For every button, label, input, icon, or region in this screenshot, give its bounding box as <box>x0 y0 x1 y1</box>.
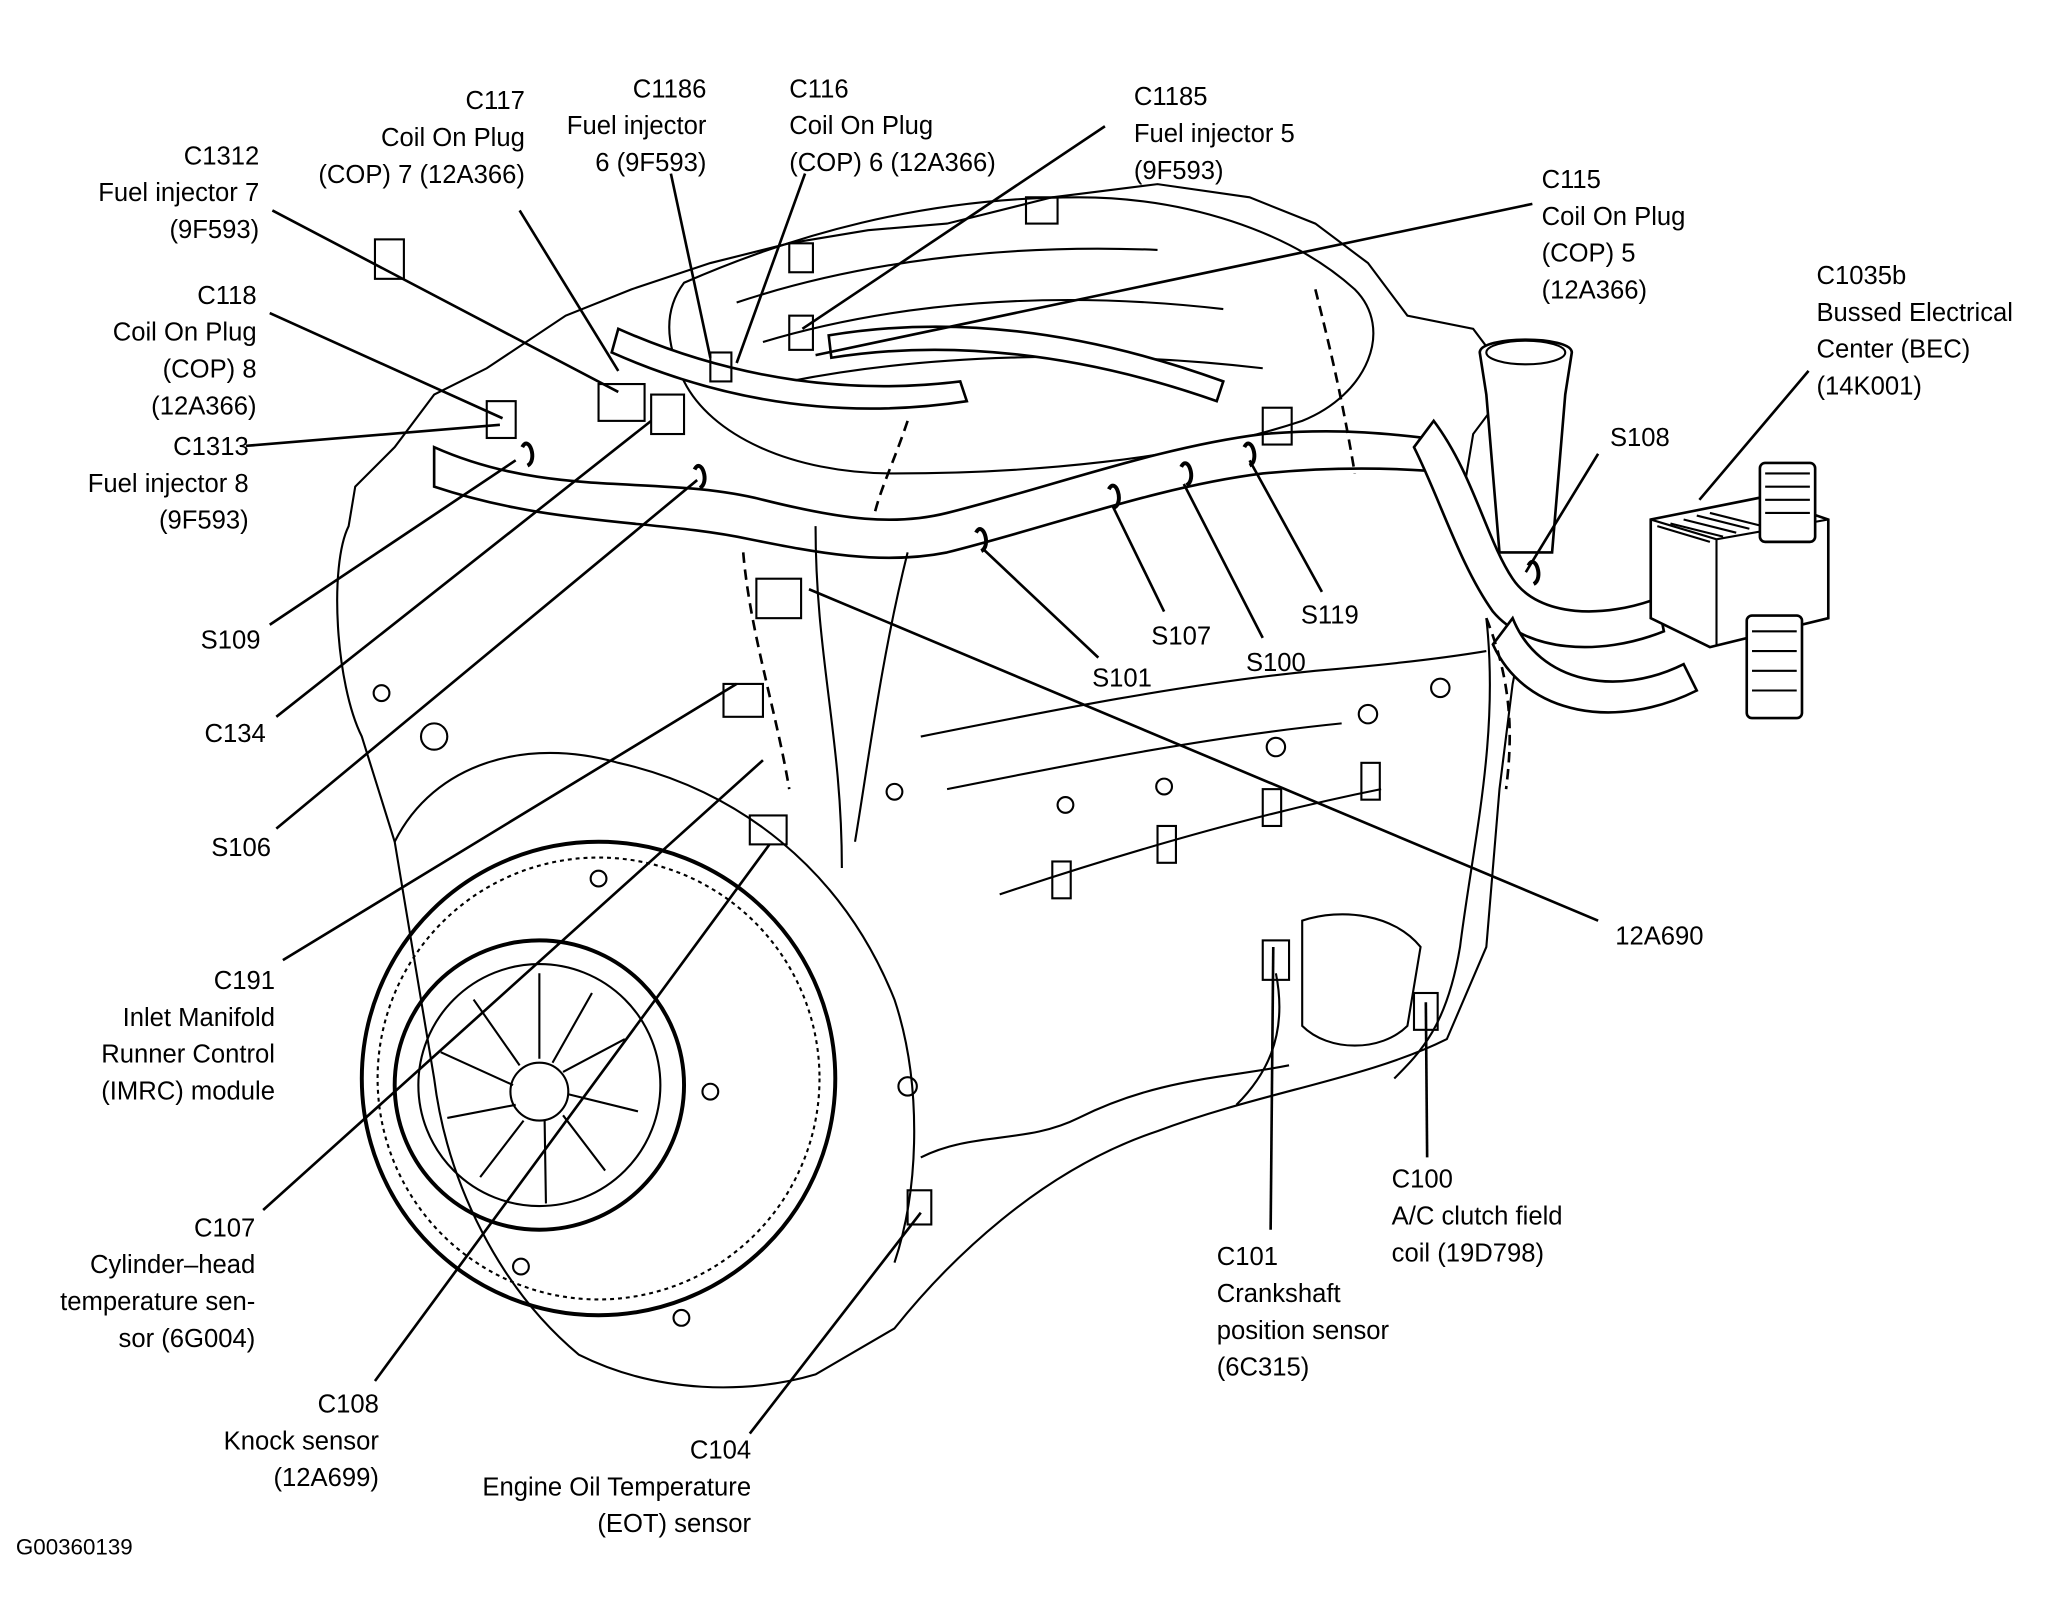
leader-lines <box>245 125 1810 1435</box>
label-s108: S108 <box>1610 424 1670 452</box>
leader-c1312 <box>271 209 619 394</box>
leader-c101 <box>1269 946 1275 1230</box>
harness-to-bec <box>1412 418 1666 649</box>
leader-c118 <box>269 311 504 420</box>
label-s109: S109 <box>201 626 261 654</box>
engine-illustration <box>336 183 1830 1389</box>
leader-c100 <box>1424 1002 1429 1158</box>
label-s101: S101 <box>1092 665 1152 693</box>
leader-c1185 <box>801 125 1106 330</box>
label-s119: S119 <box>1301 601 1359 629</box>
leader-c108 <box>373 843 771 1382</box>
leader-s107 <box>1111 505 1166 613</box>
leader-c117 <box>518 209 620 372</box>
leader-c107 <box>262 759 764 1211</box>
leader-s109 <box>269 459 517 626</box>
leader-c134 <box>275 419 652 718</box>
leader-c191 <box>282 682 738 962</box>
leader-c104 <box>748 1211 922 1435</box>
leader-c1313 <box>245 423 501 448</box>
leader-c1186 <box>669 173 712 359</box>
leader-s108 <box>1524 453 1600 573</box>
label-s107: S107 <box>1151 622 1211 650</box>
clutch-pressure-plate <box>392 938 687 1232</box>
intake-manifold <box>668 196 1375 475</box>
label-12a690: 12A690 <box>1615 922 1703 950</box>
leader-s101 <box>983 548 1100 659</box>
label-s106: S106 <box>211 834 271 862</box>
leader-s119 <box>1248 459 1324 593</box>
engine-block-outline <box>336 183 1527 1389</box>
bussed-electrical-center <box>1649 461 1830 720</box>
label-c134: C134 <box>205 720 266 748</box>
leader-c115 <box>815 202 1533 357</box>
leader-c116 <box>735 173 807 364</box>
leader-s106 <box>275 479 699 830</box>
leader-s100 <box>1182 483 1264 639</box>
leader-12a690 <box>808 588 1599 922</box>
leader-c1035b <box>1698 370 1810 501</box>
label-s100: S100 <box>1246 649 1306 677</box>
figure-id: G00360139 <box>16 1535 133 1560</box>
flywheel <box>359 839 838 1318</box>
harness-main <box>432 429 1463 560</box>
